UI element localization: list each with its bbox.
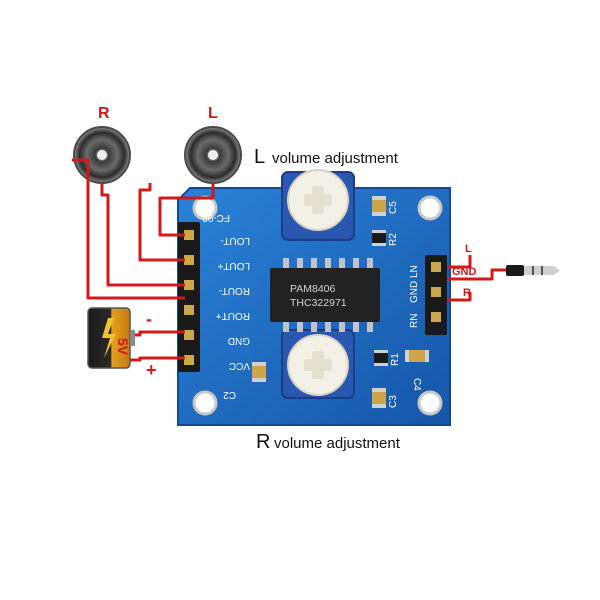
left-pin-label: ROUT- xyxy=(219,285,250,296)
r-volume-potentiometer[interactable] xyxy=(281,329,355,399)
component-c2 xyxy=(252,362,266,382)
component-r2 xyxy=(372,230,386,246)
right-pin-label: GND xyxy=(409,281,420,303)
r-volume-caption: volume adjustment xyxy=(274,435,401,452)
right-pin-label: RN xyxy=(409,314,420,328)
component-label: R2 xyxy=(388,233,399,246)
battery-icon xyxy=(87,307,135,369)
component-r1 xyxy=(374,350,388,366)
left-pin-label: GND xyxy=(228,335,250,346)
battery-voltage-label: 5V xyxy=(115,338,131,356)
right-pin-header xyxy=(425,255,447,335)
l-volume-potentiometer[interactable] xyxy=(281,169,355,241)
r-volume-caption-letter: R xyxy=(256,431,270,453)
left-pin-label: LOUT+ xyxy=(217,260,250,271)
input-l-label: L xyxy=(465,243,472,255)
component-c3 xyxy=(372,388,386,408)
l-volume-caption-letter: L xyxy=(254,146,265,168)
audio-jack-plug-icon xyxy=(506,265,560,276)
input-r-label: R xyxy=(463,287,471,299)
component-c4 xyxy=(405,350,429,362)
speaker-right-icon xyxy=(73,126,131,184)
speaker-left-icon xyxy=(184,126,242,184)
component-label: C3 xyxy=(388,395,399,408)
speaker-right-label: R xyxy=(98,105,110,122)
input-gnd-label: GND xyxy=(452,266,477,278)
left-pin-label: ROUT+ xyxy=(216,310,250,321)
board-model-label: FC-99 xyxy=(202,212,230,223)
component-label: R1 xyxy=(390,353,401,366)
component-label: C5 xyxy=(388,201,399,214)
chip-label-line1: PAM8406 xyxy=(290,283,335,295)
component-label: C2 xyxy=(223,389,236,400)
chip-label-line2: THC322971 xyxy=(290,297,347,309)
left-pin-label: VCC xyxy=(229,360,250,371)
component-label: C4 xyxy=(411,378,422,391)
component-c5 xyxy=(372,196,386,216)
l-volume-caption: volume adjustment xyxy=(272,150,399,167)
battery-plus-label: + xyxy=(146,360,157,380)
left-pin-label: LOUT- xyxy=(221,235,250,246)
right-pin-label: LN xyxy=(409,265,420,278)
pam8406-chip xyxy=(270,258,380,332)
battery-minus-label: - xyxy=(146,309,152,329)
speaker-left-label: L xyxy=(208,105,218,122)
